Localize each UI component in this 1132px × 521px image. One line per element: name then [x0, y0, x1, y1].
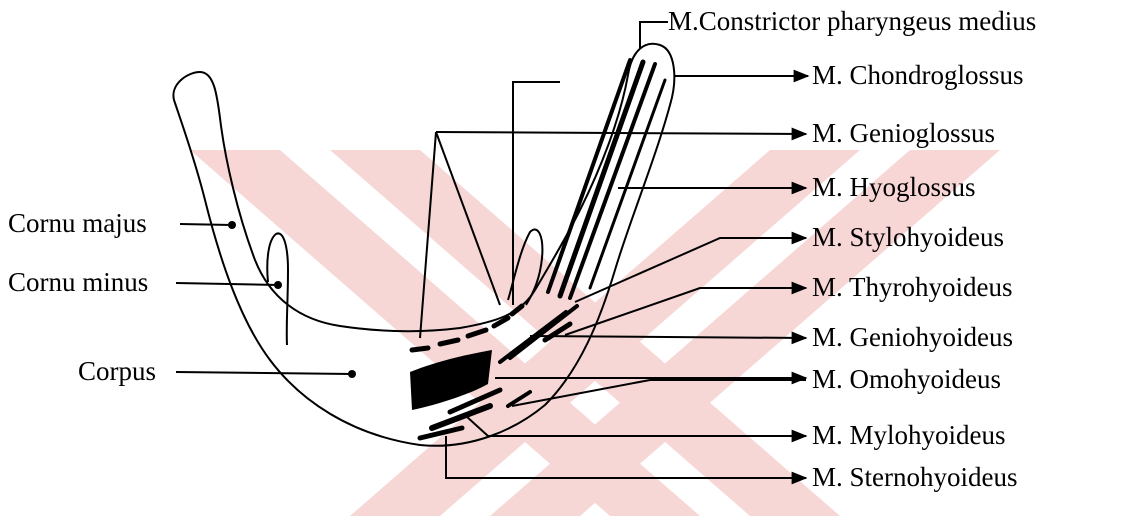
right-labels: M. Chondroglossus M. Genioglossus M. Hyo… — [812, 60, 1024, 492]
label-geniohyoideus: M. Geniohyoideus — [812, 322, 1013, 352]
label-constrictor-pharyngeus-medius: M.Constrictor pharyngeus medius — [668, 6, 1036, 36]
label-thyrohyoideus: M. Thyrohyoideus — [812, 272, 1013, 302]
label-mylohyoideus: M. Mylohyoideus — [812, 420, 1006, 450]
label-cornu-minus: Cornu minus — [8, 267, 148, 297]
label-hyoglossus: M. Hyoglossus — [812, 172, 976, 202]
label-genioglossus: M. Genioglossus — [812, 118, 995, 148]
label-corpus: Corpus — [78, 356, 156, 386]
left-labels: Cornu majus Cornu minus Corpus — [8, 208, 156, 386]
label-cornu-majus: Cornu majus — [8, 208, 147, 238]
label-stylohyoideus: M. Stylohyoideus — [812, 222, 1004, 252]
label-omohyoideus: M. Omohyoideus — [812, 364, 1001, 394]
label-chondroglossus: M. Chondroglossus — [812, 60, 1024, 90]
label-sternohyoideus: M. Sternohyoideus — [812, 462, 1018, 492]
